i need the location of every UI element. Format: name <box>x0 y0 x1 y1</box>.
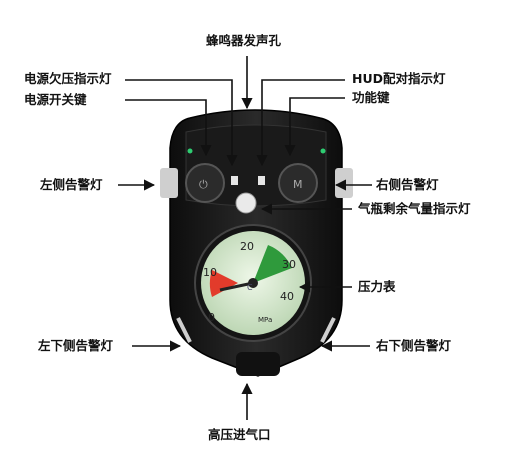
low-voltage-led <box>231 176 238 185</box>
gauge-unit: MPa <box>258 316 272 324</box>
label-gas-remaining-light: 气瓶剩余气量指示灯 <box>358 201 471 216</box>
gauge-tick-20: 20 <box>240 240 254 253</box>
gauge-tick-30: 30 <box>282 258 296 271</box>
right-lower-light-mark <box>320 317 336 343</box>
gas-remaining-led <box>235 192 257 214</box>
gauge-tick-10: 10 <box>203 266 217 279</box>
corner-led-right <box>320 148 326 154</box>
label-buzzer-hole: 蜂鸣器发声孔 <box>206 33 282 48</box>
left-lower-light-mark <box>176 317 192 343</box>
device-body <box>160 109 353 377</box>
label-function-key: 功能键 <box>352 90 390 105</box>
inlet-tube <box>236 352 280 376</box>
gauge-needle <box>219 281 254 292</box>
gauge-tick-40: 40 <box>280 290 294 303</box>
label-left-lower-light: 左下侧告警灯 <box>38 338 114 353</box>
label-left-side-light: 左侧告警灯 <box>40 177 103 192</box>
gauge-tick-0: 0 <box>208 311 215 324</box>
label-high-pressure-inlet: 高压进气口 <box>208 427 271 442</box>
gauge-green-zone <box>253 245 292 283</box>
label-power-switch: 电源开关键 <box>24 92 87 107</box>
label-pressure-gauge: 压力表 <box>358 279 396 294</box>
left-side-light-mark <box>160 168 178 198</box>
power-button <box>185 163 225 203</box>
label-hud-pair-light: HUD配对指示灯 <box>352 71 446 86</box>
label-right-lower-light: 右下侧告警灯 <box>376 338 452 353</box>
gauge-red-zone <box>209 270 238 297</box>
gauge-brand: C <box>247 283 253 292</box>
hud-led <box>258 176 265 185</box>
label-right-side-light: 右侧告警灯 <box>376 177 439 192</box>
function-button <box>278 163 318 203</box>
function-button-symbol: M <box>293 178 303 191</box>
right-side-light-mark <box>335 168 353 198</box>
corner-led-left <box>187 148 193 154</box>
gauge-ticks: 0 10 20 30 40 MPa C ⏻ M <box>199 178 303 324</box>
leader-lines <box>118 56 372 420</box>
power-button-symbol: ⏻ <box>199 178 208 191</box>
label-low-voltage-light: 电源欠压指示灯 <box>24 71 112 86</box>
